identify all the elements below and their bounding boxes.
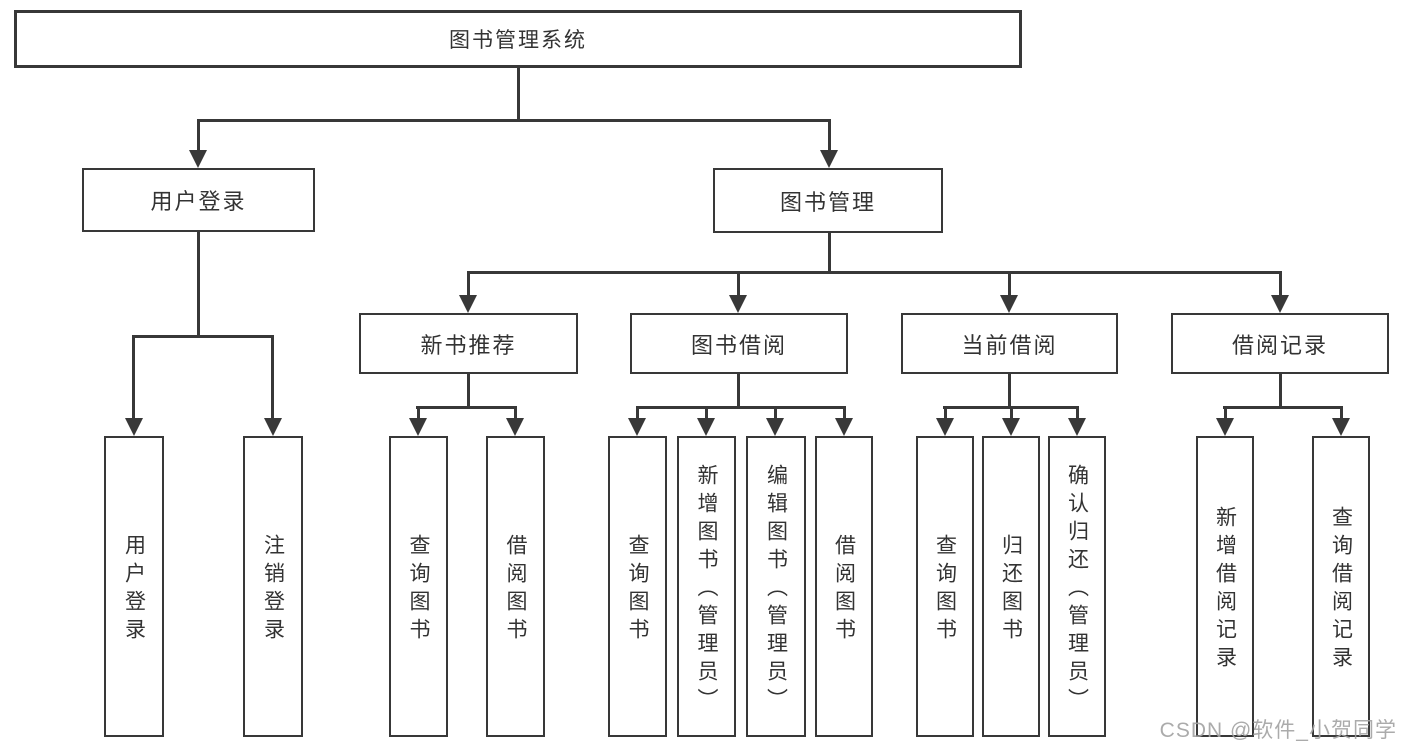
arrowhead-user-login <box>189 150 207 168</box>
leaf-user-login-label: 用户登录 <box>122 533 146 646</box>
leaf-current-confirm-admin-label: 确认归还（管理员） <box>1065 463 1089 716</box>
edge-userlogin-trunk <box>197 232 200 338</box>
node-book-mgmt: 图书管理 <box>713 168 943 233</box>
edge-drop-a2 <box>514 406 517 421</box>
arrowhead-current <box>1000 295 1018 313</box>
node-book-borrow: 图书借阅 <box>630 313 848 374</box>
leaf-current-confirm-admin: 确认归还（管理员） <box>1048 436 1106 737</box>
edge-bookmgmt-trunk <box>828 233 831 274</box>
edge-drop-b2 <box>705 406 708 421</box>
node-library-system: 图书管理系统 <box>14 10 1022 68</box>
leaf-current-return: 归还图书 <box>982 436 1040 737</box>
edge-newbook-trunk <box>467 374 470 408</box>
edge-root-trunk <box>517 68 520 121</box>
leaf-records-query-label: 查询借阅记录 <box>1329 505 1353 674</box>
leaf-borrow-edit-admin: 编辑图书（管理员） <box>746 436 806 737</box>
edge-drop-logout <box>271 335 274 421</box>
edge-drop-b1 <box>636 406 639 421</box>
edge-drop-newbook <box>467 271 470 299</box>
leaf-records-add-label: 新增借阅记录 <box>1213 505 1237 674</box>
leaf-newbook-borrow: 借阅图书 <box>486 436 545 737</box>
edge-drop-d1 <box>1224 406 1227 421</box>
edge-drop-borrow <box>737 271 740 299</box>
node-new-book-recommend-label: 新书推荐 <box>420 332 517 358</box>
leaf-borrow-query: 查询图书 <box>608 436 667 737</box>
arrowhead-b4 <box>835 418 853 436</box>
arrowhead-newbook <box>459 295 477 313</box>
arrowhead-records <box>1271 295 1289 313</box>
node-current-borrow-label: 当前借阅 <box>961 332 1058 358</box>
edge-newbook-rail <box>416 406 517 409</box>
leaf-borrow-add-admin: 新增图书（管理员） <box>677 436 736 737</box>
node-new-book-recommend: 新书推荐 <box>359 313 578 374</box>
node-borrow-records: 借阅记录 <box>1171 313 1389 374</box>
leaf-records-add: 新增借阅记录 <box>1196 436 1254 737</box>
edge-drop-b4 <box>843 406 846 421</box>
leaf-records-query: 查询借阅记录 <box>1312 436 1370 737</box>
leaf-borrow-book: 借阅图书 <box>815 436 873 737</box>
edge-drop-a1 <box>417 406 420 421</box>
arrowhead-b2 <box>697 418 715 436</box>
edge-drop-user-login <box>197 119 200 153</box>
leaf-newbook-query-label: 查询图书 <box>407 533 430 646</box>
edge-records-rail <box>1223 406 1343 409</box>
edge-drop-records <box>1279 271 1282 299</box>
arrowhead-c2 <box>1002 418 1020 436</box>
leaf-borrow-add-admin-label: 新增图书（管理员） <box>695 463 718 716</box>
node-book-borrow-label: 图书借阅 <box>690 332 787 358</box>
leaf-current-return-label: 归还图书 <box>999 533 1023 646</box>
leaf-newbook-query: 查询图书 <box>389 436 448 737</box>
csdn-watermark: CSDN @软件_小贺同学 <box>1159 719 1397 742</box>
leaf-borrow-edit-admin-label: 编辑图书（管理员） <box>764 463 788 716</box>
node-library-system-label: 图书管理系统 <box>449 29 587 52</box>
leaf-current-query-label: 查询图书 <box>933 533 957 646</box>
edge-borrow-trunk <box>737 374 740 408</box>
edge-userlogin-rail <box>132 335 274 338</box>
arrowhead-d2 <box>1332 418 1350 436</box>
node-borrow-records-label: 借阅记录 <box>1231 332 1328 358</box>
arrowhead-login <box>125 418 143 436</box>
arrowhead-logout <box>264 418 282 436</box>
node-user-login: 用户登录 <box>82 168 315 232</box>
edge-drop-current <box>1008 271 1011 299</box>
edge-drop-login <box>132 335 135 421</box>
leaf-logout: 注销登录 <box>243 436 303 737</box>
arrowhead-b1 <box>628 418 646 436</box>
arrowhead-a2 <box>506 418 524 436</box>
edge-drop-d2 <box>1340 406 1343 421</box>
edge-drop-c2 <box>1010 406 1013 421</box>
edge-current-trunk <box>1008 374 1011 408</box>
node-book-mgmt-label: 图书管理 <box>779 189 876 215</box>
node-current-borrow: 当前借阅 <box>901 313 1118 374</box>
edge-level3-rail <box>467 271 1282 274</box>
leaf-current-query: 查询图书 <box>916 436 974 737</box>
arrowhead-book-mgmt <box>820 150 838 168</box>
edge-drop-c1 <box>944 406 947 421</box>
node-user-login-label: 用户登录 <box>150 189 247 214</box>
leaf-logout-label: 注销登录 <box>261 533 285 646</box>
edge-level2-rail <box>197 119 831 122</box>
edge-borrow-rail <box>636 406 846 409</box>
arrowhead-b3 <box>766 418 784 436</box>
edge-drop-book-mgmt <box>828 119 831 153</box>
arrowhead-d1 <box>1216 418 1234 436</box>
edge-drop-b3 <box>774 406 777 421</box>
arrowhead-c1 <box>936 418 954 436</box>
edge-records-trunk <box>1279 374 1282 408</box>
leaf-borrow-book-label: 借阅图书 <box>832 533 856 646</box>
leaf-borrow-query-label: 查询图书 <box>626 533 649 646</box>
arrowhead-c3 <box>1068 418 1086 436</box>
edge-drop-c3 <box>1076 406 1079 421</box>
leaf-newbook-borrow-label: 借阅图书 <box>504 533 527 646</box>
arrowhead-borrow <box>729 295 747 313</box>
leaf-user-login: 用户登录 <box>104 436 164 737</box>
arrowhead-a1 <box>409 418 427 436</box>
